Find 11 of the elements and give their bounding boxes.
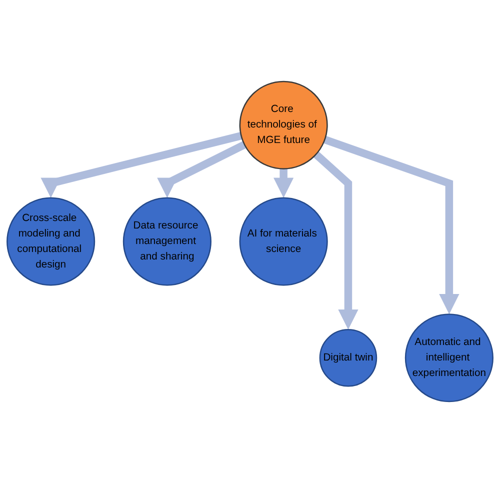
node-circle: Cross-scale modeling and computational design — [6, 197, 96, 286]
arrow — [157, 141, 246, 198]
arrow — [323, 136, 460, 314]
node-circle: AI for materials science — [239, 197, 328, 286]
node-circle: Automatic and intelligent experimentation — [404, 314, 494, 402]
arrow — [273, 168, 294, 198]
arrow — [40, 132, 242, 198]
node-circle: Digital twin — [319, 328, 378, 387]
node-circle: Core technologies of MGE future — [239, 80, 328, 170]
arrow — [313, 151, 358, 330]
node-circle: Data resource management and sharing — [122, 197, 212, 286]
